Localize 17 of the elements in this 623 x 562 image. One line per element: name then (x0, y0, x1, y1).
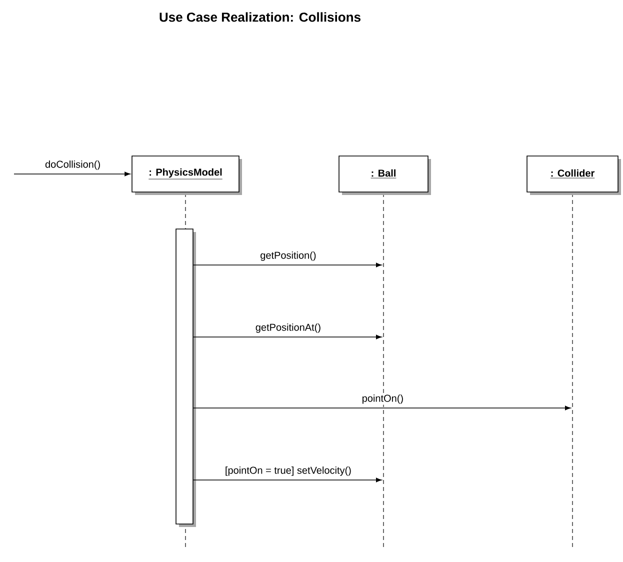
edge-label: getPositionAt() (254, 322, 322, 334)
message-arrow (193, 478, 382, 482)
message-arrow (193, 406, 571, 410)
object-box: : Ball (338, 156, 431, 195)
lifeline (383, 192, 384, 548)
object-box: : PhysicsModel (132, 156, 242, 195)
edge-label: pointOn() (360, 393, 405, 405)
message-arrow (193, 334, 382, 340)
title: Use Case Realization: Collisions (160, 12, 360, 22)
edge-label: getPosition() (259, 250, 318, 262)
message-arrow (193, 262, 382, 268)
edge-label: [pointOn = true] setVelocity() (224, 465, 352, 477)
object-box: : Collider (526, 156, 621, 195)
edge-label: doCollision() (44, 159, 102, 171)
lifeline (572, 192, 573, 548)
activation-bar (176, 228, 196, 527)
message-arrow (14, 172, 130, 176)
